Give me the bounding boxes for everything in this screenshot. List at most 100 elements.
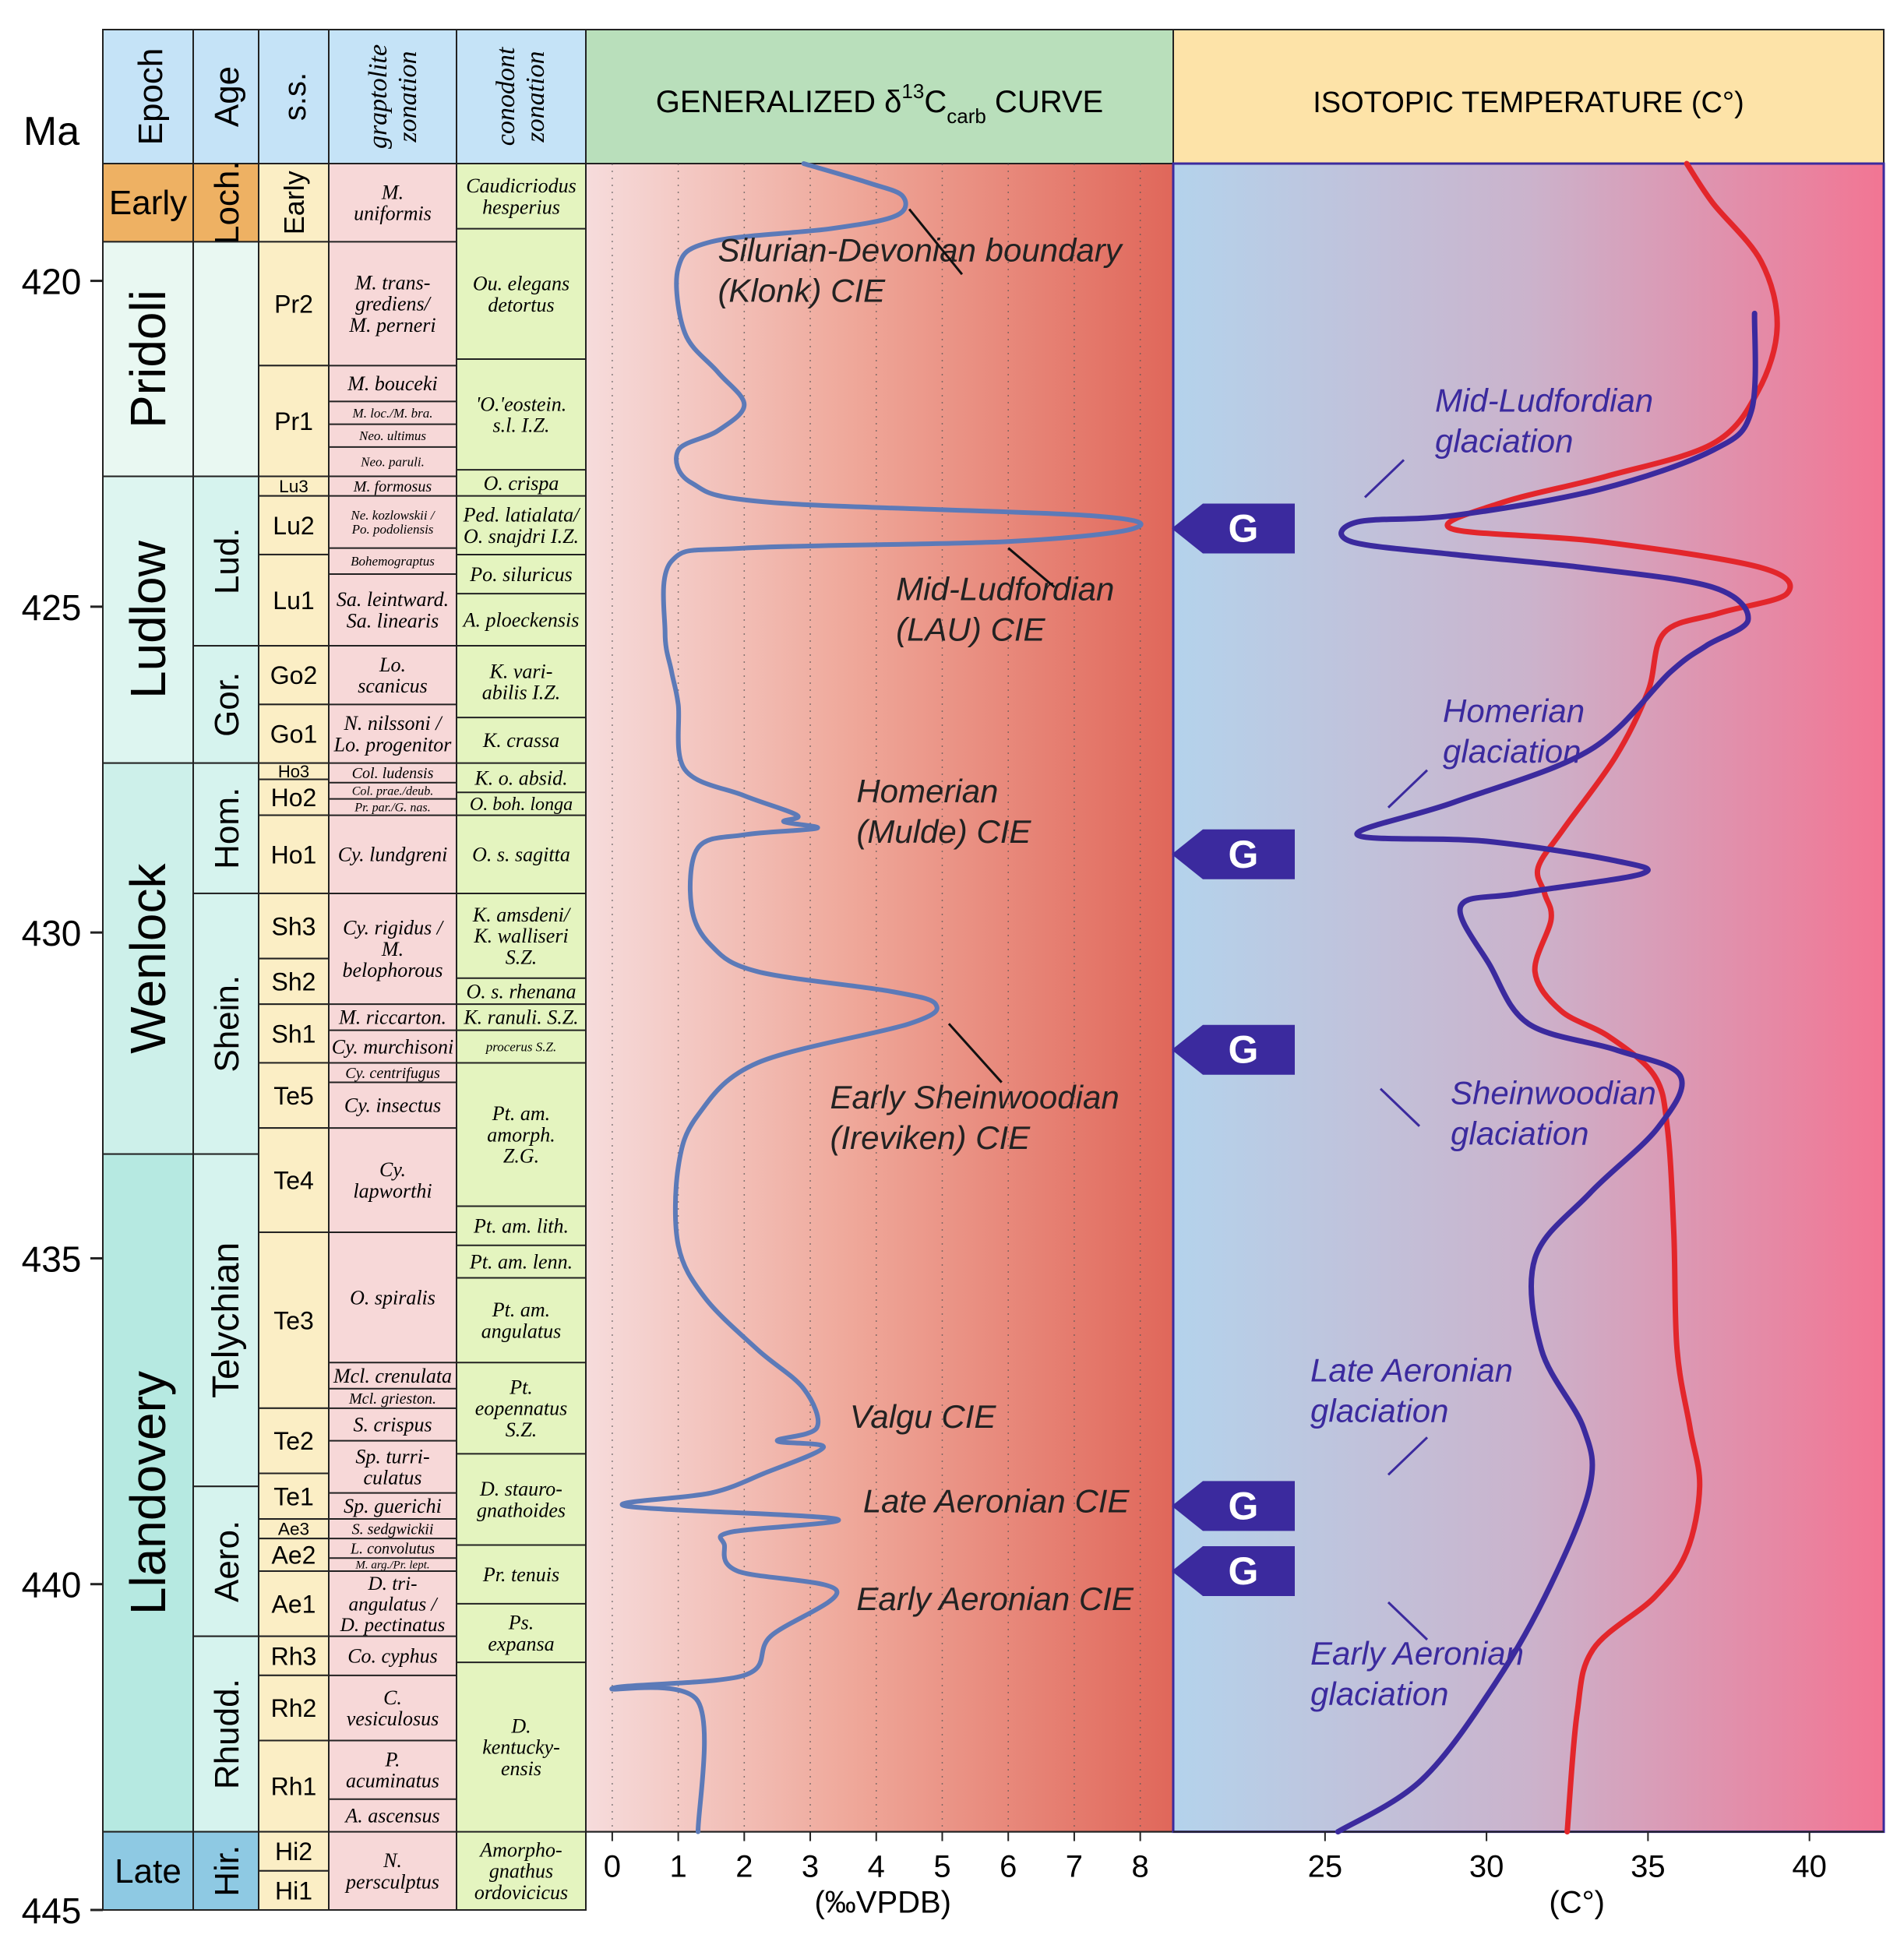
stage-cell	[258, 645, 330, 706]
conodont-zone-label: Pr. tenuis	[482, 1563, 559, 1586]
conodont-zone-label: Amorpho-	[478, 1838, 562, 1861]
graptolite-zone-label: Mcl. crenulata	[333, 1365, 452, 1387]
carbon-title-prefix: GENERALIZED δ	[656, 85, 902, 119]
carbon-title-sup: 13	[901, 79, 924, 103]
carbon-x-tick-label: 0	[604, 1850, 621, 1884]
age-label: Gor.	[208, 672, 246, 737]
carbon-event-leader	[908, 208, 964, 276]
stage-cell	[258, 1062, 330, 1129]
carbon-event-label: (LAU) CIE	[896, 611, 1045, 648]
age-cell	[192, 1635, 259, 1833]
conodont-zone-label: O. s. rhenana	[466, 980, 576, 1002]
temperature-x-axis-label: (C°)	[1549, 1886, 1605, 1920]
graptolite-zone-label: M. loc./M. bra.	[352, 406, 433, 421]
glaciation-label: glaciation	[1310, 1675, 1448, 1712]
graptolite-zone-label: M. formosus	[353, 478, 432, 495]
stage-label: Lu1	[273, 587, 314, 615]
header-ss-cell	[258, 29, 330, 164]
graptolite-zone-label: S. crispus	[353, 1414, 432, 1436]
conodont-zone-label: K. vari-	[489, 660, 553, 682]
carbon-event-label: Late Aeronian CIE	[863, 1483, 1130, 1520]
conodont-zone-label: Pt. am. lith.	[473, 1214, 569, 1237]
conodont-zone-label: O. snajdri I.Z.	[464, 525, 579, 548]
glaciation-label: Late Aeronian	[1310, 1351, 1513, 1388]
glaciation-label: Early Aeronian	[1310, 1635, 1524, 1672]
carbon-x-tick-label: 3	[802, 1850, 819, 1884]
graptolite-zone-label: Mcl. grieston.	[348, 1390, 436, 1408]
graptolite-zone-label: Pr. par./G. nas.	[354, 802, 430, 815]
age-label: Loch.	[208, 160, 246, 245]
glaciation-label: Homerian	[1443, 692, 1585, 729]
conodont-zone-label: K. walliseri	[473, 925, 568, 947]
glaciation-label: Sheinwoodian	[1451, 1075, 1656, 1112]
conodont-zone-label: O. s. sagitta	[472, 844, 570, 866]
conodont-zone-label: 'O.'eostein.	[476, 393, 567, 415]
stage-label: Rh1	[271, 1773, 317, 1801]
graptolite-zone-label: Cy. rigidus /	[343, 917, 445, 939]
conodont-zone-label: amorph.	[487, 1123, 555, 1146]
header-graptolite-line2: zonation	[393, 51, 422, 143]
graptolite-zone-label: Cy. centrifugus	[345, 1065, 440, 1082]
age-label: Hir.	[208, 1845, 246, 1897]
header-ss-text: s.s.	[278, 72, 312, 121]
carbon-title-suffix: CURVE	[986, 85, 1103, 119]
header-conodont-line1: conodont	[492, 46, 520, 146]
epoch-cell	[102, 241, 194, 477]
graptolite-zone-label: Co. cyphus	[347, 1645, 438, 1668]
graptolite-zone-label: belophorous	[342, 959, 443, 981]
header-epoch-text: Epoch	[132, 48, 170, 146]
graptolite-zone-label: lapworthi	[353, 1180, 432, 1203]
carbon-event-label: (Ireviken) CIE	[830, 1119, 1031, 1156]
carbon-event-label: (Mulde) CIE	[856, 813, 1031, 850]
age-label: Hom.	[208, 788, 246, 869]
conodont-zone-label: Z.G.	[503, 1145, 539, 1168]
header-age-text: Age	[208, 66, 246, 127]
epoch-label: Pridoli	[120, 290, 176, 428]
glaciation-marker	[1172, 1545, 1295, 1596]
carbon-x-tick-label: 2	[735, 1850, 753, 1884]
graptolite-zone-label: Po. podoliensis	[351, 522, 434, 537]
stage-label: Lu3	[279, 477, 309, 496]
glaciation-label: glaciation	[1451, 1115, 1588, 1152]
stage-label: Ae2	[272, 1542, 316, 1570]
stage-label: Rh2	[271, 1694, 317, 1722]
stage-label: Te3	[273, 1306, 314, 1334]
conodont-zone-label: Pt. am. lenn.	[469, 1250, 573, 1273]
glaciation-leader	[1387, 769, 1429, 809]
conodont-zone-label: A. ploeckensis	[462, 608, 580, 631]
graptolite-zone-label: Col. ludensis	[352, 765, 434, 782]
stage-cell	[258, 1739, 330, 1833]
graptolite-zone-label: O. spiralis	[350, 1286, 435, 1309]
glaciation-marker	[1172, 829, 1295, 879]
glaciation-leader	[1363, 459, 1405, 499]
stage-label: Ho1	[271, 840, 317, 869]
stage-label: Lu2	[273, 512, 314, 540]
epoch-cell	[102, 762, 194, 1155]
conodont-zone-label: ordovicicus	[474, 1881, 568, 1904]
conodont-zone-label: K. o. absid.	[474, 766, 567, 789]
conodont-zone-label: S.Z.	[506, 946, 537, 968]
epoch-label: Ludlow	[120, 540, 176, 699]
conodont-zone-label: Po. siluricus	[469, 563, 572, 586]
conodont-column	[456, 163, 587, 1911]
glaciation-label: Mid-Ludfordian	[1435, 382, 1653, 418]
header-carbon-cell	[585, 29, 1174, 164]
graptolite-zone-label: L. convolutus	[350, 1541, 435, 1558]
conodont-zone-label: Ped. latialata/	[463, 503, 582, 526]
carbon-x-tick-label: 5	[933, 1850, 950, 1884]
graptolite-zone-label: M.	[381, 181, 404, 203]
carbon-event-leader	[947, 1023, 1003, 1084]
temperature-curve-blue	[1335, 310, 1758, 1835]
graptolite-zone-label: D. pectinatus	[340, 1614, 446, 1636]
stage-label: Ae1	[272, 1590, 316, 1618]
graptolite-zone-label: acuminatus	[346, 1770, 439, 1792]
stage-cell	[258, 1570, 330, 1637]
graptolite-zone-label: Col. prae./deub.	[352, 785, 434, 798]
carbon-event-leader	[1007, 547, 1056, 588]
graptolite-zone-label: culatus	[363, 1467, 421, 1489]
stage-cell	[258, 1831, 330, 1872]
temperature-x-tick-label: 35	[1631, 1850, 1666, 1884]
stage-cell	[258, 1869, 330, 1911]
glaciation-marker-letter: G	[1229, 1484, 1259, 1527]
